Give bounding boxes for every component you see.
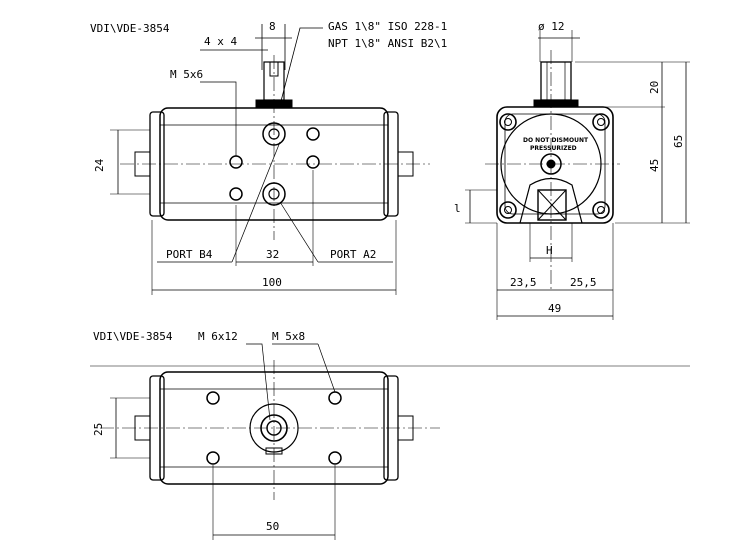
bolt-top-left-inner (504, 118, 512, 126)
bottom-body (159, 371, 389, 485)
mount-hole-3 (306, 127, 320, 141)
offset-right-label: 25,5 (570, 276, 597, 289)
top-standard-label: VDI\VDE-3854 (90, 22, 170, 35)
bottom-view: VDI\VDE-3854 M 6x12 M 5x8 25 (90, 330, 690, 540)
shaft-square-label: 4 x 4 (204, 35, 237, 48)
offset-left-label: 23,5 (510, 276, 537, 289)
dim-l-label: l (454, 202, 461, 215)
bolt-top-left (499, 113, 517, 131)
bolt-top-right (592, 113, 610, 131)
overall-length-label: 100 (262, 276, 282, 289)
bottom-hole-1 (206, 391, 220, 405)
dim-h-label: H (546, 244, 553, 257)
shaft-width-label: 8 (269, 20, 276, 33)
port-spacing-label: 32 (266, 248, 279, 261)
side-body (496, 106, 614, 224)
bolt-bottom-right (592, 201, 610, 219)
bottom-screw-right (397, 415, 414, 441)
bolt-bottom-right-inner (597, 206, 605, 214)
thread-leader (279, 27, 323, 106)
side-shaft-base (533, 99, 579, 108)
bottom-boss-key (265, 447, 283, 455)
port-b-label: PORT B4 (166, 248, 213, 261)
shaft-diameter-label: ø 12 (538, 20, 565, 33)
top-view: VDI\VDE-3854 4 x 4 8 GAS 1\8" ISO 228-1 … (90, 20, 447, 295)
port-a-outer (262, 182, 286, 206)
shaft-height-label: 20 (648, 81, 661, 94)
spacing-50-label: 50 (266, 520, 279, 533)
bottom-hole-3 (206, 451, 220, 465)
bottom-hole-2 (328, 391, 342, 405)
port-a-label: PORT A2 (330, 248, 376, 261)
bottom-boss-outer (249, 403, 299, 453)
m6-leader (246, 343, 271, 421)
port-b-outer (262, 122, 286, 146)
bracket-cross-2 (537, 189, 567, 221)
height-65-label: 65 (672, 135, 685, 148)
warning-line-1: DO NOT DISMOUNT (523, 137, 589, 144)
bottom-boss-inner (266, 420, 282, 436)
height-25-label: 25 (92, 423, 105, 436)
port-a-inner (268, 188, 280, 200)
bolt-top-right-inner (597, 118, 605, 126)
warning-line-2: PRESSURIZED (530, 145, 577, 152)
bottom-screw-left (134, 415, 151, 441)
overall-width-label: 49 (548, 302, 561, 315)
port-b-inner (268, 128, 280, 140)
bottom-standard-label: VDI\VDE-3854 (93, 330, 173, 343)
m5-leader (317, 343, 336, 393)
port-a-leader (279, 201, 319, 263)
bottom-hole-4 (328, 451, 342, 465)
port-b-leader (231, 141, 281, 263)
mount-thread-label: M 5x6 (170, 68, 203, 81)
bolt-bottom-left-inner (504, 206, 512, 214)
side-view: ø 12 DO NOT DISMOUNT PRESSURIZED (454, 20, 690, 320)
thread-m6-label: M 6x12 (198, 330, 238, 343)
mount-hole-4 (306, 155, 320, 169)
bottom-boss-mid (260, 414, 288, 442)
height-45-label: 45 (648, 159, 661, 172)
height-24-label: 24 (93, 158, 106, 172)
thread-npt-label: NPT 1\8" ANSI B2\1 (328, 37, 447, 50)
bracket-square (537, 189, 567, 221)
side-shaft (540, 61, 572, 101)
thread-gas-label: GAS 1\8" ISO 228-1 (328, 20, 447, 33)
thread-m5-label: M 5x8 (272, 330, 305, 343)
bolt-bottom-left (499, 201, 517, 219)
mount-leader (200, 81, 237, 156)
mount-hole-1 (229, 155, 243, 169)
mount-hole-2 (229, 187, 243, 201)
